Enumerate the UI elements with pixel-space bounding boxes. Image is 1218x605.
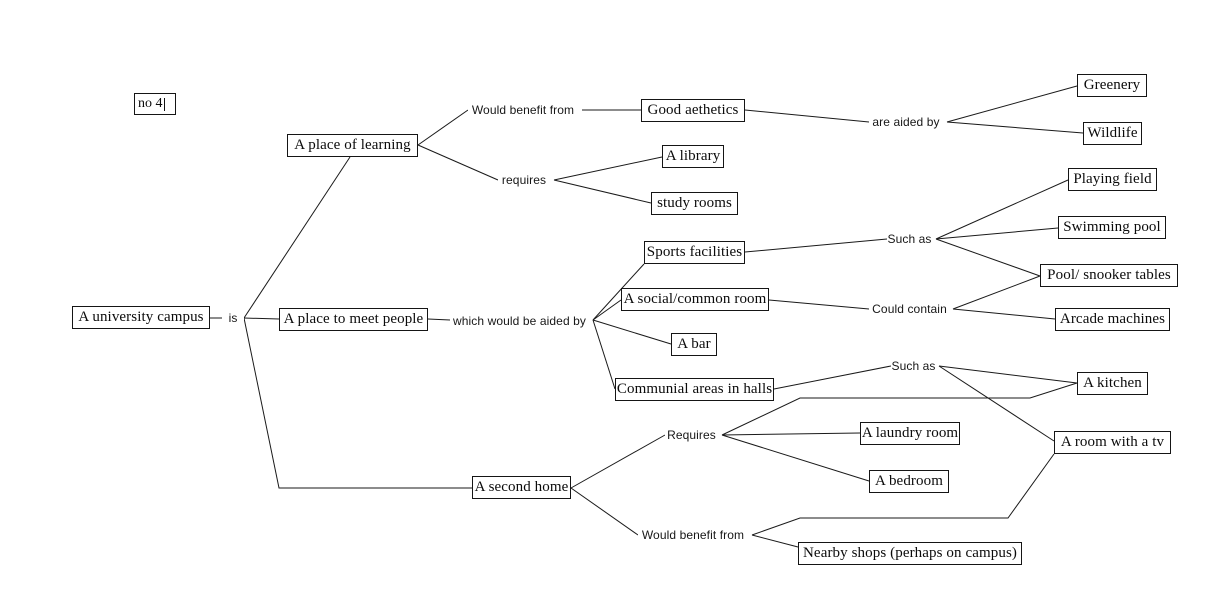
node-second_home[interactable]: A second home [472,476,571,499]
edge-aided-greenery[interactable] [946,85,1078,123]
node-swimpool[interactable]: Swimming pool [1058,216,1166,239]
edge-requires-study[interactable] [553,179,652,204]
node-bar[interactable]: A bar [671,333,717,356]
edge-learning-fan2[interactable] [417,144,499,181]
edge-is-hub-meet[interactable] [243,317,280,320]
edge-contain-snooker[interactable] [952,275,1041,310]
link-label-aided_by[interactable]: are aided by [869,114,943,130]
edge-is-hub-second[interactable] [243,317,472,489]
edge-secondhome-requires[interactable] [570,434,666,489]
edge-is-hub-learning[interactable] [243,156,351,319]
link-label-benefit_top[interactable]: Would benefit from [468,102,578,118]
edge-meet-which[interactable] [427,318,451,321]
edge-which-social[interactable] [592,299,622,321]
node-root[interactable]: A university campus [72,306,210,329]
text-caret [163,97,165,111]
edge-suchas-playfield[interactable] [935,179,1069,240]
link-label-requires_home[interactable]: Requires [665,427,718,443]
edge-which-sports[interactable] [592,263,645,321]
node-snooker[interactable]: Pool/ snooker tables [1040,264,1178,287]
link-label-requires_top[interactable]: requires [498,172,550,188]
edge-suchas2-tvroom[interactable] [938,365,1055,442]
edge-which-communal[interactable] [592,319,616,390]
node-kitchen[interactable]: A kitchen [1077,372,1148,395]
link-label-such_as_sport[interactable]: Such as [887,231,932,247]
node-learning[interactable]: A place of learning [287,134,418,157]
edge-suchas-snooker[interactable] [935,238,1041,277]
node-wildlife[interactable]: Wildlife [1083,122,1142,145]
edge-requires-bedroom[interactable] [721,434,870,482]
edge-aided-wildlife[interactable] [946,121,1084,134]
edge-aethetics-aided[interactable] [744,109,870,123]
edge-social-contain[interactable] [768,299,870,310]
link-label-which_aided[interactable]: which would be aided by [450,313,589,329]
node-communal[interactable]: Communial areas in halls [615,378,774,401]
link-label-is[interactable]: is [222,310,244,326]
node-tvroom[interactable]: A room with a tv [1054,431,1171,454]
node-sports[interactable]: Sports facilities [644,241,745,264]
edge-learning-fan[interactable] [417,109,469,146]
node-playfield[interactable]: Playing field [1068,168,1157,191]
link-label-such_as_halls[interactable]: Such as [891,358,936,374]
link-label-could_contain[interactable]: Could contain [869,301,950,317]
node-study[interactable]: study rooms [651,192,738,215]
note-textbox[interactable]: no 4 [134,93,176,115]
edge-suchas-swimpool[interactable] [935,227,1059,240]
edge-sports-suchas[interactable] [744,238,888,253]
edge-contain-arcade[interactable] [952,308,1056,320]
edge-suchas2-kitchen[interactable] [938,365,1078,384]
node-aethetics[interactable]: Good aethetics [641,99,745,122]
node-library[interactable]: A library [662,145,724,168]
edge-secondhome-benefit[interactable] [570,487,639,536]
edge-requires-library[interactable] [553,156,663,181]
edge-which-bar[interactable] [592,319,672,345]
node-laundry[interactable]: A laundry room [860,422,960,445]
edge-benefit-tvroom[interactable] [751,453,1055,536]
edge-requires-laundry[interactable] [721,432,861,436]
edge-communal-suchas[interactable] [773,365,892,390]
node-arcade[interactable]: Arcade machines [1055,308,1170,331]
edge-requires-kitchen[interactable] [721,382,1078,436]
node-bedroom[interactable]: A bedroom [869,470,949,493]
note-textbox-value: no 4 [138,96,163,111]
node-social[interactable]: A social/common room [621,288,769,311]
node-shops[interactable]: Nearby shops (perhaps on campus) [798,542,1022,565]
node-meet[interactable]: A place to meet people [279,308,428,331]
link-label-benefit_home[interactable]: Would benefit from [638,527,748,543]
edge-benefit-shops[interactable] [751,534,799,548]
node-greenery[interactable]: Greenery [1077,74,1147,97]
